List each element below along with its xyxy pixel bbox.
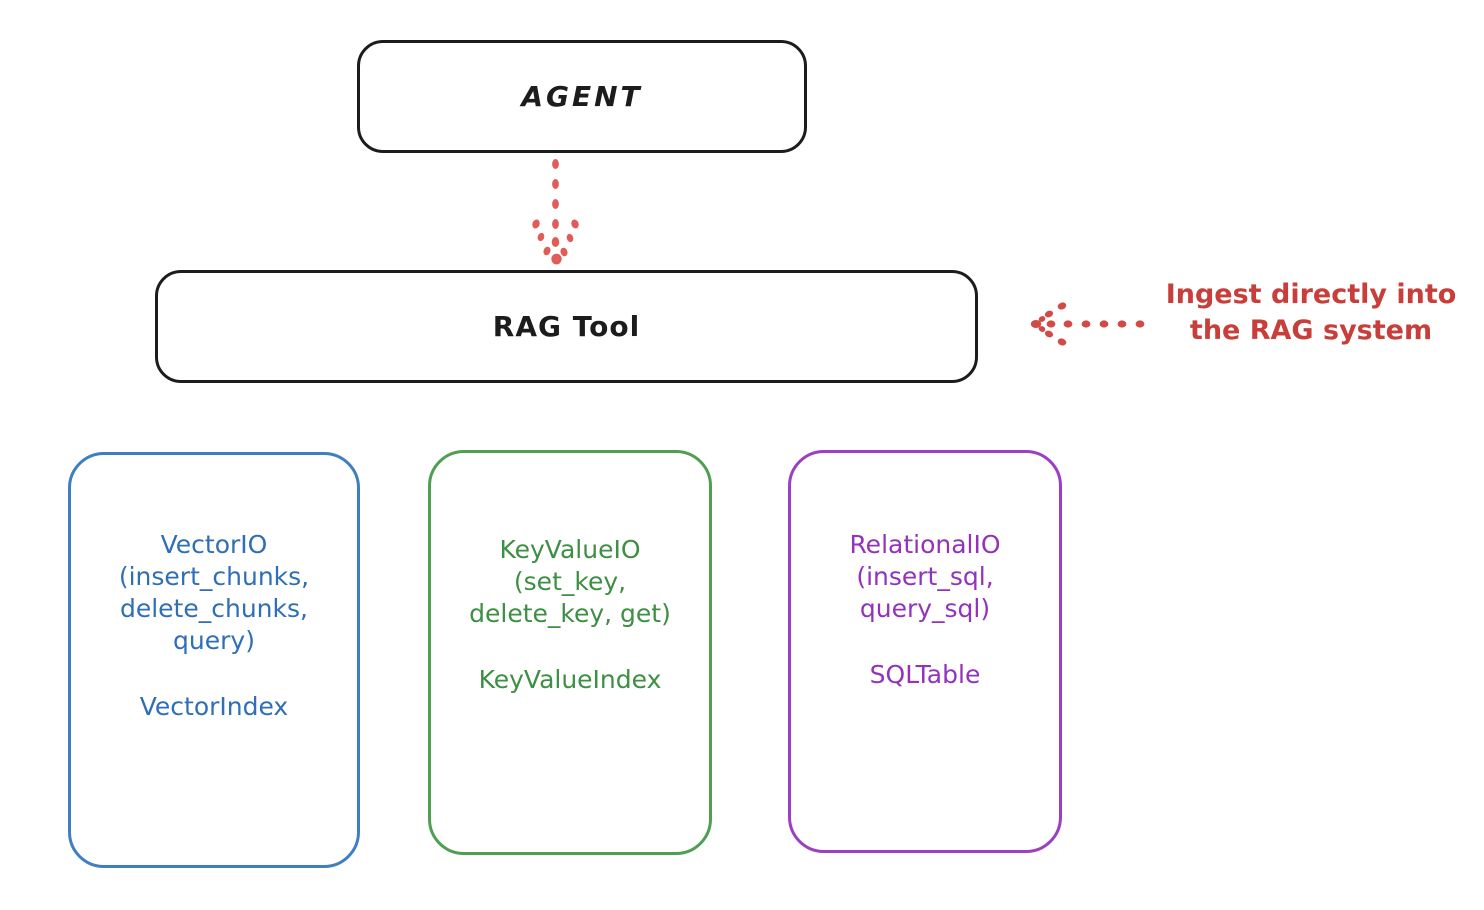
- connector-ingest-to-rag-tool: [1030, 302, 1145, 346]
- node-relational-io-content: RelationalIO (insert_sql, query_sql) SQL…: [849, 529, 1000, 691]
- node-relational-io[interactable]: RelationalIO (insert_sql, query_sql) SQL…: [788, 450, 1062, 853]
- annotation-ingest-note: Ingest directly into the RAG system: [1165, 279, 1457, 347]
- node-agent-label: AGENT: [521, 80, 643, 113]
- node-relational-io-title: RelationalIO (insert_sql, query_sql): [849, 529, 1001, 623]
- node-key-value-io-title: KeyValueIO (set_key, delete_key, get): [469, 534, 671, 628]
- node-vector-io[interactable]: VectorIO (insert_chunks, delete_chunks, …: [68, 452, 360, 868]
- node-relational-io-subtitle: SQLTable: [869, 659, 981, 689]
- node-rag-tool[interactable]: RAG Tool: [155, 270, 978, 383]
- node-key-value-io[interactable]: KeyValueIO (set_key, delete_key, get) Ke…: [428, 450, 712, 855]
- node-vector-io-content: VectorIO (insert_chunks, delete_chunks, …: [119, 529, 309, 723]
- node-vector-io-subtitle: VectorIndex: [139, 692, 289, 721]
- node-key-value-io-subtitle: KeyValueIndex: [478, 664, 662, 694]
- node-key-value-io-content: KeyValueIO (set_key, delete_key, get) Ke…: [469, 534, 671, 696]
- node-agent[interactable]: AGENT: [357, 40, 807, 153]
- connector-agent-to-rag-tool: [532, 159, 579, 265]
- node-vector-io-title: VectorIO (insert_chunks, delete_chunks, …: [118, 530, 310, 655]
- node-rag-tool-label: RAG Tool: [492, 310, 641, 343]
